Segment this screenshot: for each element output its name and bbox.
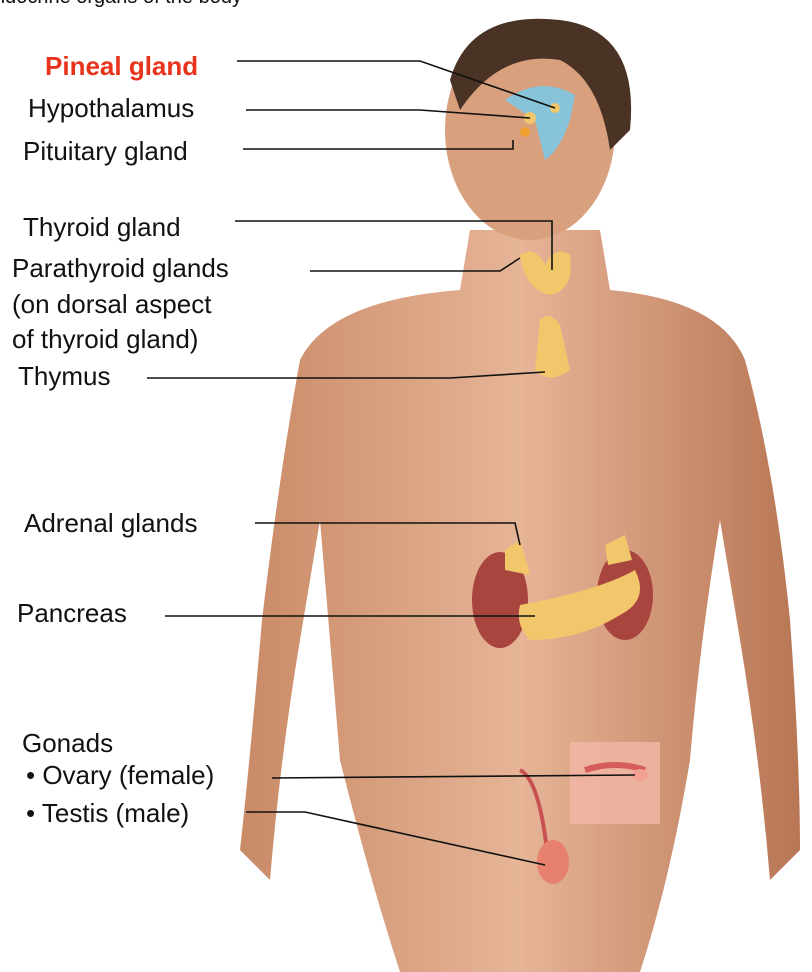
figure-title: ndocrine organs of the body — [0, 0, 242, 9]
label-pancreas: Pancreas — [17, 598, 127, 628]
ovary-inset — [570, 742, 660, 824]
label-hypothalamus: Hypothalamus — [28, 93, 195, 123]
hair — [450, 18, 632, 150]
label-pituitary-gland: Pituitary gland — [23, 136, 188, 166]
adrenal-left — [605, 535, 632, 565]
label-thymus: Thymus — [18, 361, 111, 391]
thymus — [535, 316, 570, 378]
label-pineal-gland: Pineal gland — [45, 51, 199, 81]
thyroid-gland — [520, 251, 571, 295]
label-parathyroid-note-1: (on dorsal aspect — [12, 289, 212, 319]
label-thyroid-gland: Thyroid gland — [23, 212, 181, 242]
adrenal-right — [505, 540, 530, 575]
label-ovary: • Ovary (female) — [26, 760, 215, 790]
testis — [537, 840, 569, 884]
pituitary-gland — [520, 127, 530, 137]
label-adrenal-glands: Adrenal glands — [24, 508, 198, 538]
label-testis: • Testis (male) — [26, 798, 190, 828]
label-parathyroid-glands: Parathyroid glands — [12, 253, 229, 283]
pancreas — [518, 570, 640, 640]
label-gonads: Gonads — [22, 728, 114, 758]
label-parathyroid-note-2: of thyroid gland) — [12, 324, 199, 354]
leader-lines — [147, 60, 636, 866]
kidney-right — [472, 552, 528, 648]
